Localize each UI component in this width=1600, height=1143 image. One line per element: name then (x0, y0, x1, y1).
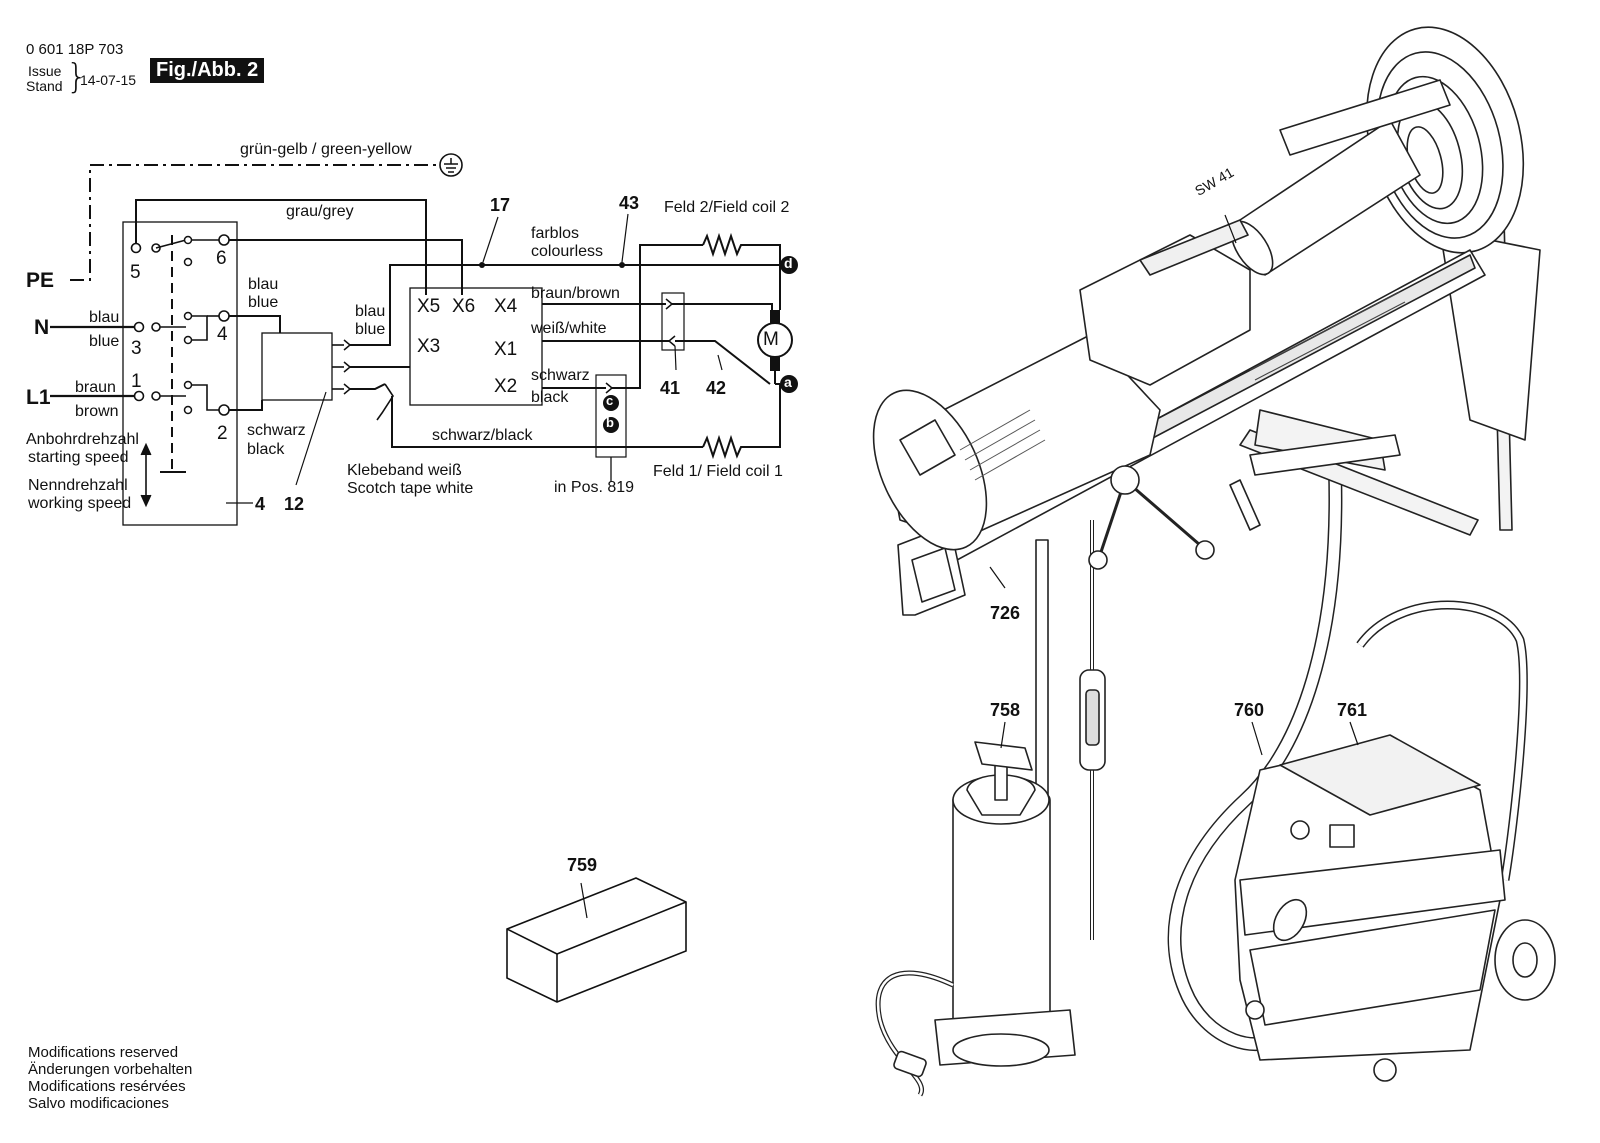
stand-label: Stand (26, 78, 63, 94)
marker-d: d (784, 255, 793, 271)
machine-illustration (872, 26, 1556, 1097)
part-759-box (506, 877, 687, 1003)
issue-label: Issue (28, 63, 62, 79)
part-759: 759 (567, 855, 598, 875)
label-black-1: black (247, 441, 285, 458)
label-braun-brown: braun/brown (531, 285, 620, 302)
terminal-x6: X6 (452, 296, 476, 317)
label-blue-1: blue (89, 333, 120, 350)
terminal-5: 5 (130, 262, 141, 283)
label-nenn: Nenndrehzahl (28, 477, 128, 494)
label-blau-2: blau (248, 276, 279, 293)
label-anbohr: Anbohrdrehzahl (26, 431, 139, 448)
part-758: 758 (990, 700, 1021, 720)
label-braun-1: braun (75, 379, 116, 396)
pos-41: 41 (660, 378, 681, 398)
part-726: 726 (990, 603, 1021, 623)
label-green-yellow: grün-gelb / green-yellow (240, 141, 412, 158)
label-scotch: Scotch tape white (347, 480, 474, 497)
label-farblos: farblos (531, 225, 580, 242)
terminal-6: 6 (216, 248, 227, 269)
pos-4: 4 (255, 494, 266, 514)
label-blau-3: blau (355, 303, 386, 320)
label-grey: grau/grey (286, 203, 354, 220)
footer-line-4: Salvo modificaciones (28, 1095, 169, 1112)
label-n: N (34, 316, 50, 339)
figure-title: Fig./Abb. 2 (150, 58, 265, 83)
terminal-3: 3 (131, 338, 142, 359)
label-blue-3: blue (355, 321, 386, 338)
pos-42: 42 (706, 378, 727, 398)
part-761: 761 (1337, 700, 1368, 720)
pos-17: 17 (490, 195, 511, 215)
brace: } (66, 57, 88, 97)
terminal-2: 2 (217, 423, 228, 444)
part-760: 760 (1234, 700, 1265, 720)
label-blau-1: blau (89, 309, 120, 326)
terminal-x3: X3 (417, 336, 441, 357)
label-in-pos: in Pos. 819 (554, 479, 635, 496)
terminal-1: 1 (131, 371, 142, 392)
pos-12: 12 (284, 494, 305, 514)
label-schwarz-2: schwarz (531, 367, 590, 384)
label-schwarz-black: schwarz/black (432, 427, 533, 444)
marker-c: c (606, 393, 614, 408)
terminal-x2: X2 (494, 376, 518, 397)
terminal-x5: X5 (417, 296, 441, 317)
label-schwarz-1: schwarz (247, 422, 306, 439)
marker-b: b (606, 415, 614, 430)
label-l1: L1 (26, 386, 51, 409)
label-klebeband: Klebeband weiß (347, 462, 462, 479)
label-working: working speed (28, 495, 132, 512)
label-black-2: black (531, 389, 569, 406)
pos-43: 43 (619, 193, 640, 213)
label-blue-2: blue (248, 294, 279, 311)
issue-date: 14-07-15 (80, 72, 137, 88)
label-colourless: colourless (531, 243, 604, 260)
footer-line-1: Modifications reserved (28, 1044, 179, 1061)
label-field-coil-1: Feld 1/ Field coil 1 (653, 463, 783, 480)
label-starting: starting speed (28, 449, 129, 466)
footer-line-2: Änderungen vorbehalten (28, 1061, 193, 1078)
label-pe: PE (26, 269, 55, 292)
label-field-coil-2: Feld 2/Field coil 2 (664, 199, 790, 216)
terminal-4: 4 (217, 324, 228, 345)
label-brown-1: brown (75, 403, 119, 420)
terminal-x4: X4 (494, 296, 518, 317)
motor-label: M (763, 329, 779, 350)
part-number: 0 601 18P 703 (26, 41, 124, 58)
label-weiss-white: weiß/white (531, 320, 607, 337)
terminal-x1: X1 (494, 339, 518, 360)
footer-line-3: Modifications resérvées (28, 1078, 186, 1095)
marker-a: a (784, 374, 792, 390)
